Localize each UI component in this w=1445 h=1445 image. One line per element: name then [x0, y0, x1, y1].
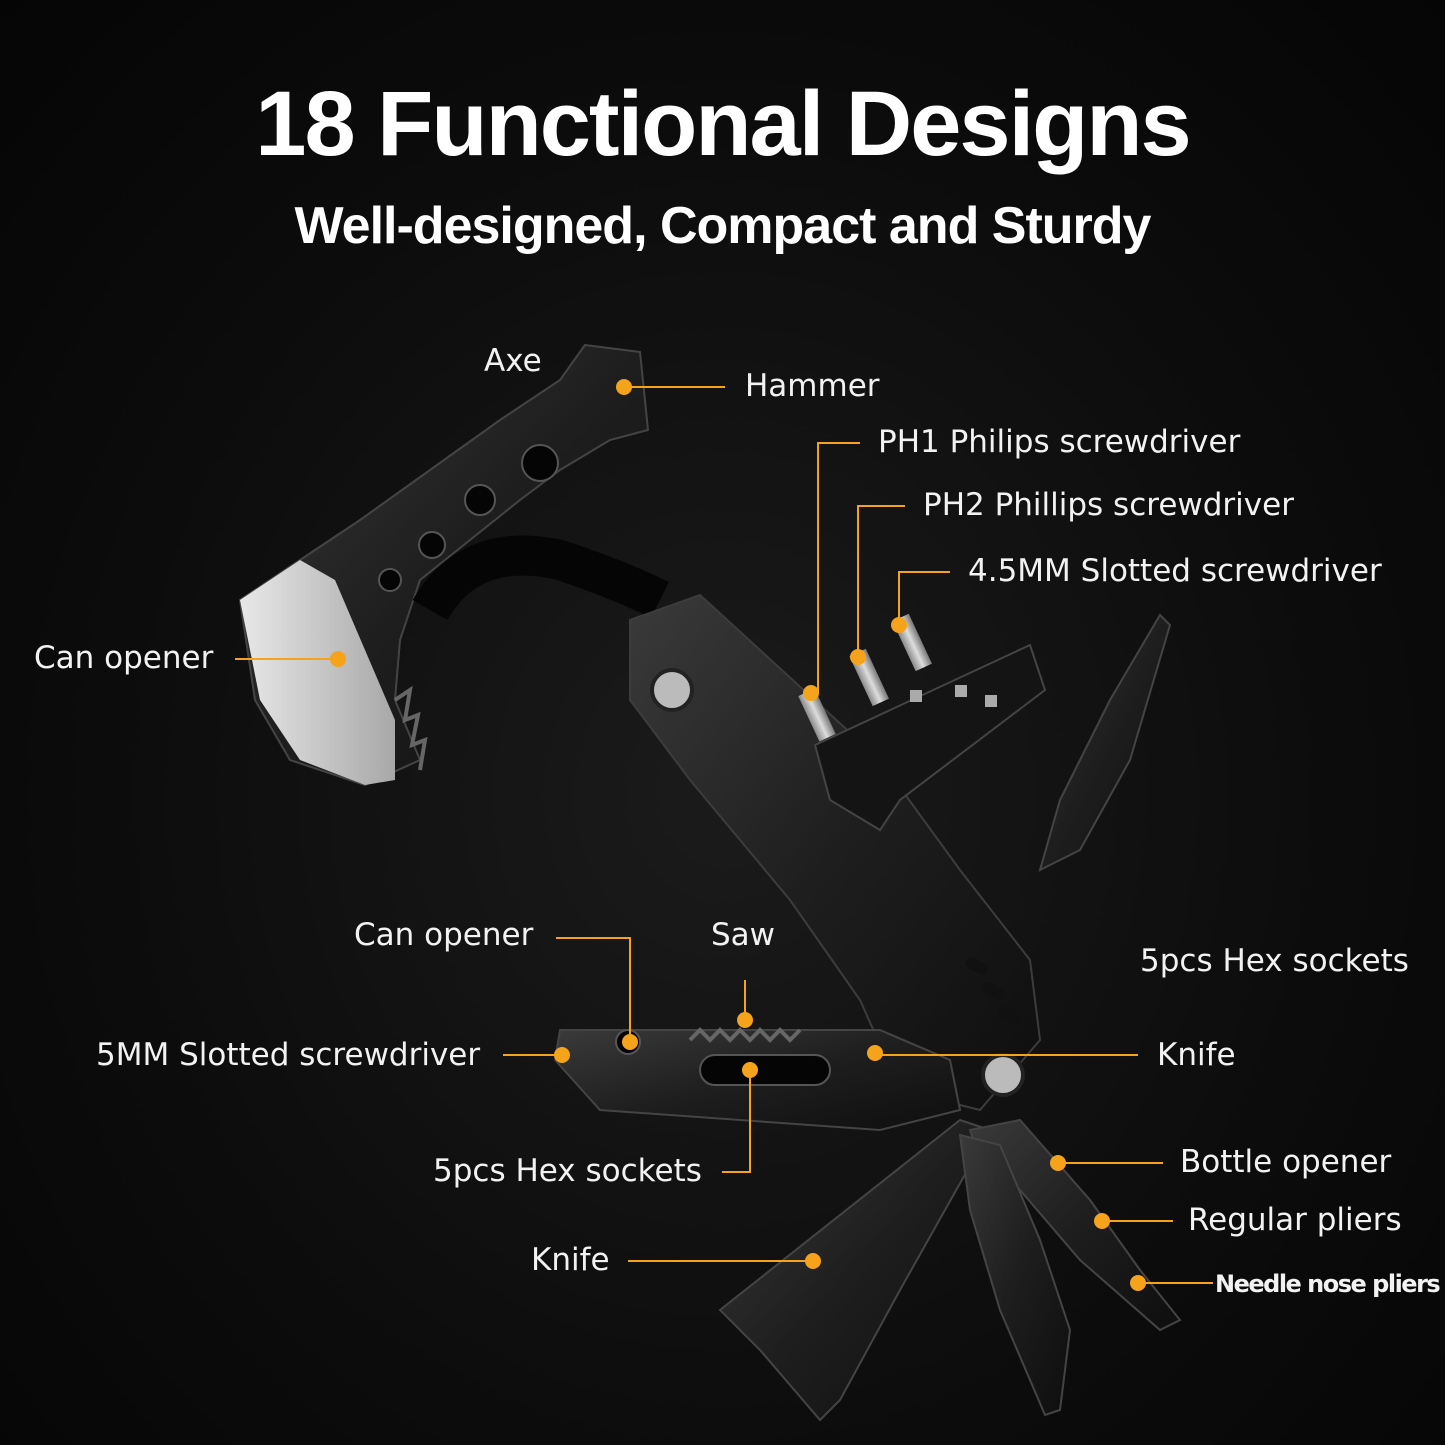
label-needle-nose-pliers: Needle nose pliers	[1215, 1270, 1441, 1298]
label-ph1-screwdriver: PH1 Philips screwdriver	[878, 424, 1241, 460]
spike	[1038, 613, 1172, 872]
handle	[629, 593, 1042, 1112]
label-45mm-slotted: 4.5MM Slotted screwdriver	[968, 553, 1382, 589]
label-can-opener: Can opener	[354, 917, 534, 953]
label-regular-pliers: Regular pliers	[1188, 1202, 1402, 1238]
label-knife-bottom: Knife	[531, 1242, 610, 1278]
label-axe: Axe	[484, 343, 542, 379]
page-subtitle: Well-designed, Compact and Sturdy	[294, 197, 1152, 255]
label-can-opener-blade: Can opener	[34, 640, 214, 676]
label-saw: Saw	[711, 917, 776, 953]
label-hammer: Hammer	[745, 368, 880, 404]
label-5mm-slotted: 5MM Slotted screwdriver	[96, 1037, 481, 1073]
axe-head	[238, 343, 669, 787]
tool-arm	[553, 1027, 962, 1132]
pliers	[958, 1118, 1182, 1417]
label-hex-sockets-bottom: 5pcs Hex sockets	[433, 1153, 702, 1189]
accent-dots	[330, 379, 1146, 1291]
page-title: 18 Functional Designs	[255, 73, 1191, 175]
label-knife-right: Knife	[1157, 1037, 1236, 1073]
label-bottle-opener: Bottle opener	[1180, 1144, 1392, 1180]
label-hex-sockets-right: 5pcs Hex sockets	[1140, 943, 1409, 979]
knife-blade	[718, 1118, 992, 1422]
label-ph2-screwdriver: PH2 Phillips screwdriver	[923, 487, 1294, 523]
